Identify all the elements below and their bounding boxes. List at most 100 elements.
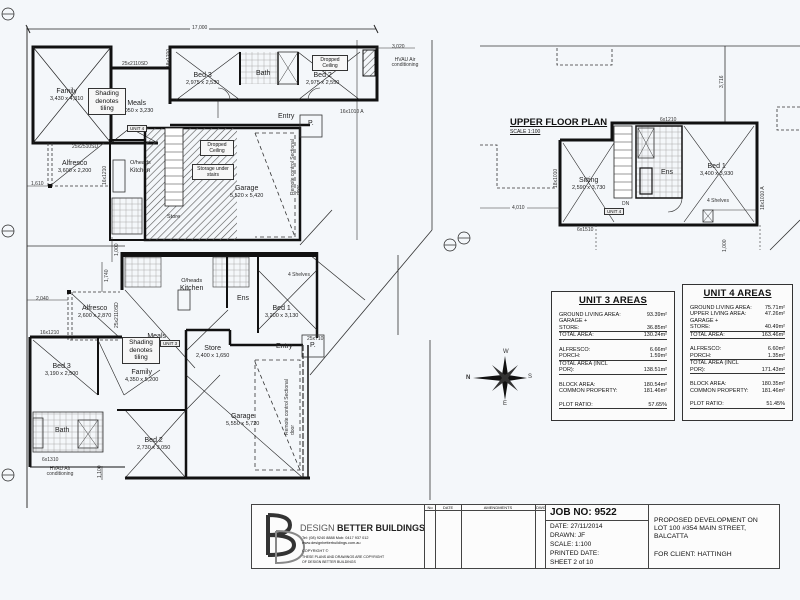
area-row: TOTAL AREA (INCL	[690, 360, 739, 366]
storage-note-top: Storage under stairs	[192, 164, 234, 180]
area-row: BLOCK AREA:180.35m²	[690, 381, 785, 387]
area-row: PLOT RATIO:57.65%	[559, 401, 667, 409]
job-details: DATE: 27/11/2014 DRAWN: JF SCALE: 1:100 …	[550, 522, 603, 567]
project-description: PROPOSED DEVELOPMENT ON LOT 100 #354 MAI…	[654, 517, 758, 540]
area-row: PORCH:1.35m²	[690, 352, 785, 360]
compass-rose-graphic	[473, 356, 527, 400]
company-logo-icon	[266, 513, 306, 565]
window-label: 18x1210	[166, 48, 172, 68]
job-scale: SCALE: 1:100	[550, 541, 592, 548]
area-row: TOTAL AREA:130.24m²	[559, 332, 667, 340]
room-ens-bottom: Ens	[237, 295, 250, 302]
job-number: JOB NO: 9522	[550, 507, 617, 518]
overall-dimension: 17,000	[190, 25, 210, 31]
garage-door-note-top: Remote control Sectional door	[290, 139, 302, 195]
job-sheet: SHEET 2 of 10	[550, 559, 594, 566]
unit-tag-bottom: UNIT 3	[160, 340, 181, 347]
window-label: 25x710	[307, 336, 324, 342]
shading-note-top: Shading denotes tiling	[88, 88, 126, 115]
unit3-areas-table: UNIT 3 AREAS GROUND LIVING AREA:93.39m² …	[551, 291, 675, 421]
stair-dn-label: DN	[622, 201, 630, 207]
room-ens-upper: Ens	[661, 169, 674, 176]
upper-bottom-dimension: 1,000	[722, 239, 728, 252]
company-block: DESIGN BETTER BUILDINGS Tel: (08) 9240 8…	[251, 504, 425, 569]
job-drawn: DRAWN: JF	[550, 532, 586, 539]
dropped-ceiling-note-top: Dropped Ceiling	[312, 55, 348, 71]
copyright-note-2: OF DESIGN BETTER BUILDINGS	[302, 560, 356, 564]
amend-col-date: DATE	[435, 505, 462, 569]
area-row: STORE:36.85m²	[559, 324, 667, 332]
area-row: ALFRESCO:6.66m²	[559, 346, 667, 353]
area-row: BLOCK AREA:180.54m²	[559, 381, 667, 388]
room-entry-top: Entry	[278, 113, 295, 120]
room-bath-top: Bath	[256, 70, 271, 77]
porch-label-bottom: P.	[310, 342, 316, 349]
copyright-note-1: THESE PLANS AND DRAWINGS ARE COPYRIGHT	[302, 555, 385, 559]
unit-tag-upper: UNIT 4	[604, 208, 625, 215]
area-row: GROUND LIVING AREA:75.71m²	[690, 304, 785, 311]
hvac-note-bottom: HVAU Air conditioning	[46, 466, 74, 477]
job-info-block: JOB NO: 9522 DATE: 27/11/2014 DRAWN: JF …	[545, 504, 650, 569]
unit-tag-top: UNIT 4	[127, 125, 148, 132]
project-block: PROPOSED DEVELOPMENT ON LOT 100 #354 MAI…	[648, 504, 780, 569]
window-label: 25x2510SD	[72, 144, 99, 150]
window-label: 25x2110SD	[114, 302, 120, 328]
dropped-ceiling-note-garage: Dropped Ceiling	[200, 140, 234, 156]
amendments-table: No DATE AMENDMENTS DWG	[424, 504, 547, 569]
upper-right-dimension: 3,716	[719, 75, 725, 88]
upper-floor-scale: SCALE 1:100	[510, 129, 541, 135]
area-row: TOTAL AREA (INCL	[559, 360, 608, 367]
area-row: POR):138.51m²	[559, 367, 667, 375]
compass-east: E	[503, 401, 508, 407]
vertical-dimension-1: 1,740	[104, 269, 110, 282]
window-label: 16x1010 A	[340, 109, 364, 115]
window-label: 18x1010 A	[760, 186, 766, 210]
garage-door-note-bottom: Remote control Sectional door	[284, 379, 296, 435]
room-bath-bottom: Bath	[55, 427, 70, 434]
project-client: FOR CLIENT: HATTINGH	[654, 551, 732, 558]
amend-col-no: No	[425, 505, 436, 569]
area-row: UPPER LIVING AREA:47.26m²	[690, 311, 785, 317]
copyright-label: COPYRIGHT ©	[302, 549, 329, 553]
vertical-dimension-3: 1,100	[97, 465, 103, 478]
left-offset-dimension-2: 2,040	[36, 296, 49, 302]
vertical-dimension-2: 1,000	[114, 243, 120, 256]
window-label: 16x1210	[40, 330, 60, 336]
window-label: 6x1210	[660, 117, 677, 123]
amend-col-amendments: AMENDMENTS	[461, 505, 536, 569]
room-entry-bottom: Entry	[276, 343, 293, 350]
area-row: PLOT RATIO:51.45%	[690, 401, 785, 409]
window-label: 25x2110SD	[122, 61, 148, 67]
hvac-note-top: HVAU Air conditioning	[391, 57, 419, 68]
job-printed-date: PRINTED DATE:	[550, 550, 599, 557]
amend-col-dwg: DWG	[536, 505, 546, 510]
left-offset-dimension: 1,610	[31, 181, 44, 187]
area-row: GARAGE +	[690, 317, 719, 324]
company-name: DESIGN BETTER BUILDINGS	[300, 523, 426, 533]
room-store-top: Store	[167, 214, 181, 220]
upper-left-dimension: 4,010	[510, 205, 527, 211]
unit4-areas-table: UNIT 4 AREAS GROUND LIVING AREA:75.71m² …	[682, 284, 793, 421]
compass-south: S	[528, 374, 533, 380]
compass-west: W	[503, 349, 509, 355]
area-row: TOTAL AREA:163.46m²	[690, 331, 785, 339]
unit3-areas-title: UNIT 3 AREAS	[578, 295, 648, 306]
area-row: GROUND LIVING AREA:93.39m²	[559, 311, 667, 318]
job-date: DATE: 27/11/2014	[550, 523, 603, 530]
